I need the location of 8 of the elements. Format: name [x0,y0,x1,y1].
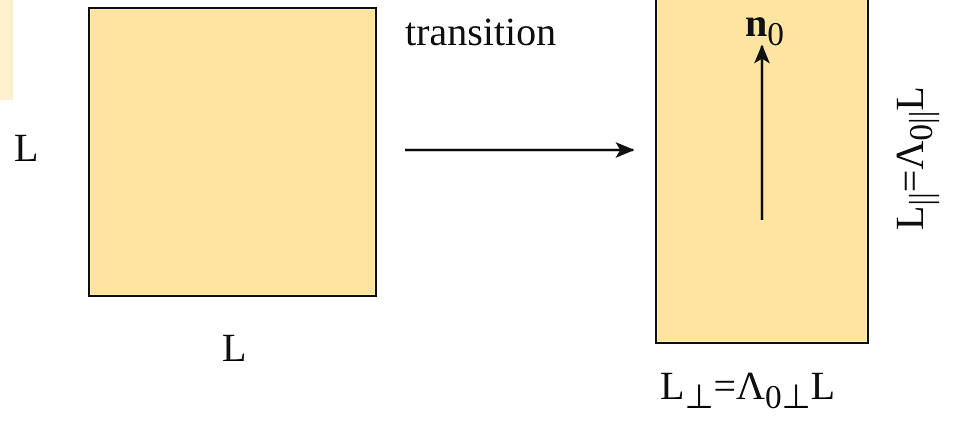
dimension-label: L [222,328,246,368]
square-box [88,7,377,297]
arrow [405,142,635,158]
dimension-label: L [14,128,38,168]
rectangle-box [655,0,869,344]
dimension-label: L$_{⊥}$=Λ$_{0⊥}$L [660,366,836,414]
edge-label: transition [405,12,556,52]
director-label: n$_{0}$ [745,3,784,52]
